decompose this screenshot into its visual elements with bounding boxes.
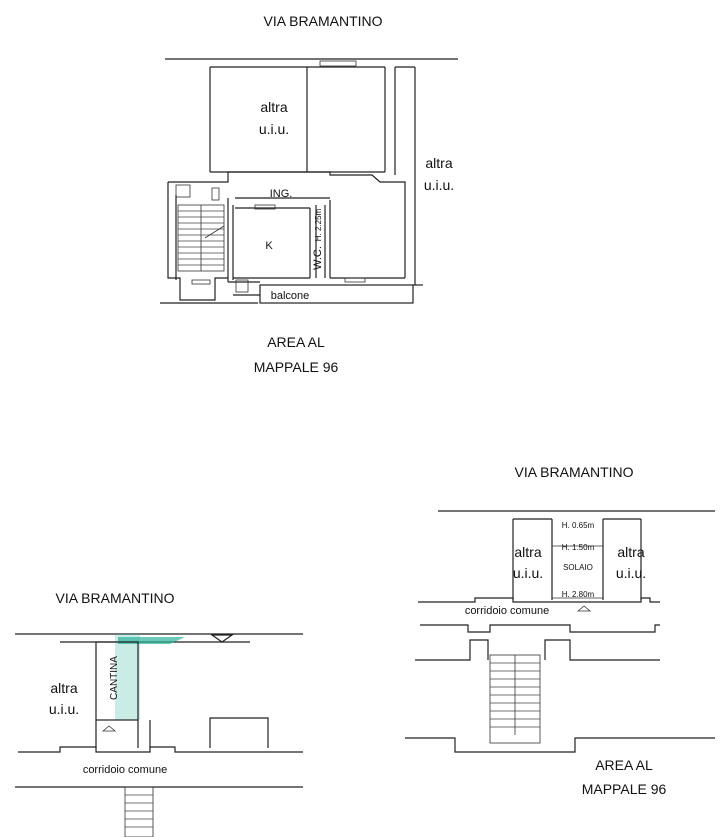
top-neighbor-left-line2: u.i.u. (259, 121, 289, 137)
attic-label: SOLAIO (563, 563, 593, 572)
attic-corridor-label: corridoio comune (465, 605, 549, 617)
top-stair (177, 204, 225, 272)
attic-area-line1: AREA AL (595, 757, 653, 773)
cellar-corridor-label: corridoio comune (83, 764, 167, 776)
cellar-street-label: VIA BRAMANTINO (55, 590, 174, 606)
top-walls (160, 58, 458, 304)
entrance-label: ING. (270, 188, 293, 200)
top-area-line1: AREA AL (267, 334, 325, 350)
kitchen-label: K (265, 240, 273, 252)
cellar-label: CANTINA (109, 656, 120, 700)
attic-plan: VIA BRAMANTINO altra u.i.u. altra u.i.u.… (405, 464, 715, 797)
top-neighbor-right-line2: u.i.u. (424, 177, 454, 193)
attic-neighbor-left-line2: u.i.u. (513, 565, 543, 581)
top-neighbor-right-line1: altra (425, 155, 452, 171)
top-plan: VIA BRAMANTINO (160, 13, 458, 375)
cellar-plan: VIA BRAMANTINO altra u.i.u. CANTINA corr… (15, 590, 303, 837)
attic-neighbor-right-line2: u.i.u. (616, 565, 646, 581)
balcony-label: balcone (271, 290, 310, 302)
attic-neighbor-left-line1: altra (514, 544, 541, 560)
attic-height-2: H. 1.50m (562, 543, 595, 552)
cellar-accent (115, 634, 140, 720)
top-street-label: VIA BRAMANTINO (263, 13, 382, 29)
attic-street-label: VIA BRAMANTINO (514, 464, 633, 480)
attic-neighbor-right-line1: altra (617, 544, 644, 560)
wc-height-label: H. 2.25m (314, 208, 323, 241)
cellar-accent-flag (118, 637, 185, 644)
cellar-neighbor-line2: u.i.u. (49, 701, 79, 717)
attic-height-3: H. 2.80m (562, 590, 595, 599)
top-area-line2: MAPPALE 96 (254, 359, 339, 375)
cellar-neighbor-line1: altra (50, 680, 77, 696)
wc-label: W.C. (312, 246, 324, 270)
attic-height-1: H. 0.65m (562, 521, 595, 530)
attic-area-line2: MAPPALE 96 (582, 781, 667, 797)
top-neighbor-left-line1: altra (260, 99, 287, 115)
